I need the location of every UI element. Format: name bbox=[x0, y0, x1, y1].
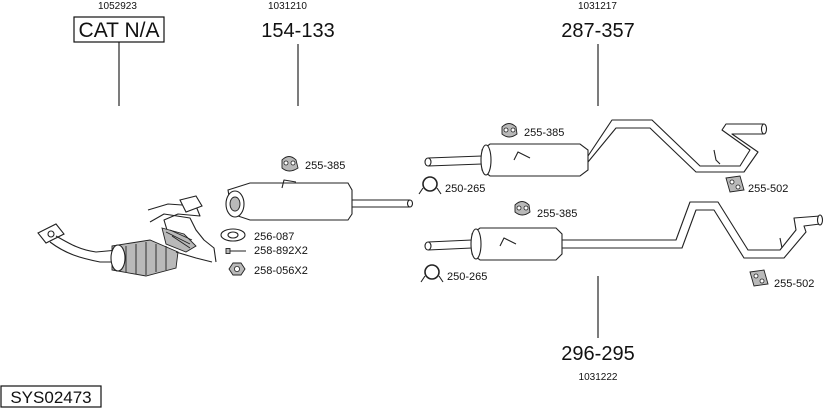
hanger-rear-b-icon bbox=[514, 201, 531, 216]
rubber-a[interactable]: 255-502 bbox=[725, 175, 788, 195]
clamp-a-icon bbox=[422, 176, 438, 192]
rear-silencer-b-body bbox=[471, 227, 563, 261]
rear-silencer-b-ref: 1031222 bbox=[579, 372, 618, 383]
front-silencer-drawing bbox=[225, 179, 414, 221]
rear-silencer-a-body bbox=[481, 143, 589, 177]
rubber-b[interactable]: 255-502 bbox=[749, 269, 814, 290]
catalyst-part-number[interactable]: CAT N/A bbox=[79, 19, 160, 42]
gasket[interactable]: 256-087 bbox=[220, 228, 294, 243]
clamp-b-label: 250-265 bbox=[447, 271, 487, 283]
catalyst-drawing bbox=[37, 195, 217, 277]
rear-silencer-a-part-number[interactable]: 287-357 bbox=[561, 20, 634, 42]
rubber-b-icon bbox=[749, 269, 769, 287]
rear-silencer-a-ref: 1031217 bbox=[578, 1, 617, 12]
nut[interactable]: 258-056X2 bbox=[228, 262, 308, 277]
rear-silencer-b-pipe bbox=[562, 201, 821, 251]
clamp-b[interactable]: 250-265 bbox=[420, 264, 487, 283]
rear-silencer-a-drawing bbox=[424, 119, 768, 177]
hanger-rear-a[interactable]: 255-385 bbox=[501, 123, 564, 140]
rubber-a-label: 255-502 bbox=[748, 183, 788, 195]
system-code: SYS02473 bbox=[10, 388, 91, 407]
hanger-front-label: 255-385 bbox=[305, 160, 345, 172]
front-silencer-body bbox=[227, 182, 353, 221]
system-code-box bbox=[0, 385, 102, 408]
catalyst-body bbox=[111, 239, 179, 277]
front-silencer-part-number[interactable]: 154-133 bbox=[261, 20, 334, 42]
catalyst-top-flange bbox=[179, 195, 203, 213]
bolt-label: 258-892X2 bbox=[254, 245, 308, 257]
clamp-a-label: 250-265 bbox=[445, 183, 485, 195]
catalyst-ref: 1052923 bbox=[98, 1, 137, 12]
hanger-front[interactable]: 255-385 bbox=[281, 156, 345, 173]
catalyst-part-box bbox=[73, 16, 165, 43]
clamp-b-icon bbox=[424, 264, 440, 280]
hanger-front-icon bbox=[281, 156, 299, 172]
catalyst-flange-hole bbox=[47, 230, 55, 238]
bolt[interactable]: 258-892X2 bbox=[225, 245, 308, 257]
front-silencer-ref: 1031210 bbox=[268, 1, 307, 12]
hanger-rear-a-icon bbox=[501, 123, 518, 138]
rear-silencer-b-drawing bbox=[424, 201, 824, 261]
rubber-a-icon bbox=[725, 175, 745, 193]
gasket-label: 256-087 bbox=[254, 231, 294, 243]
hanger-rear-b-label: 255-385 bbox=[537, 208, 577, 220]
catalyst-inlet-pipe bbox=[55, 235, 119, 253]
rear-silencer-b-part-number[interactable]: 296-295 bbox=[561, 343, 634, 365]
clamp-a[interactable]: 250-265 bbox=[418, 176, 485, 195]
nut-label: 258-056X2 bbox=[254, 265, 308, 277]
front-silencer-tailpipe bbox=[352, 199, 410, 208]
hanger-rear-b[interactable]: 255-385 bbox=[514, 201, 577, 221]
rubber-b-label: 255-502 bbox=[774, 278, 814, 290]
rear-silencer-a-pipe bbox=[587, 119, 764, 167]
hanger-rear-a-label: 255-385 bbox=[524, 127, 564, 139]
